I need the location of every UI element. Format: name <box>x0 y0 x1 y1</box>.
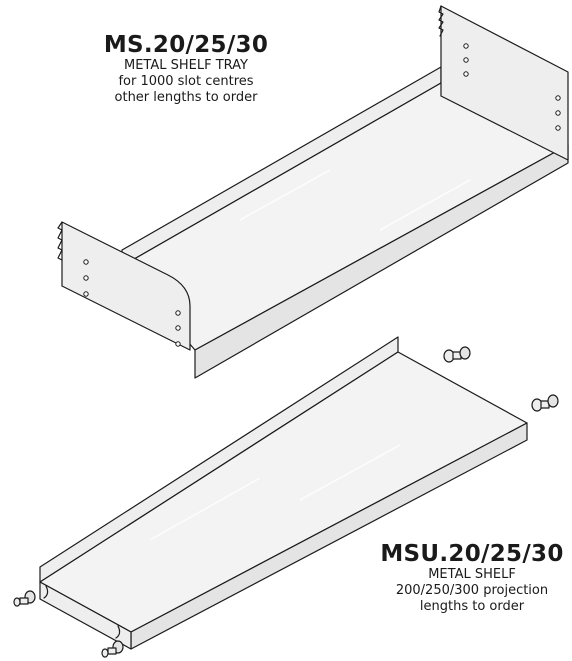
shelf-label: MSU.20/25/30 METAL SHELF 200/250/300 pro… <box>372 541 572 615</box>
shelf-length-note: lengths to order <box>419 599 525 614</box>
knob-icon <box>101 640 124 658</box>
knob-icon <box>443 346 471 363</box>
shelf-product-name: METAL SHELF <box>428 567 516 582</box>
shelf-projection-note: 200/250/300 projection <box>395 583 549 598</box>
tray-label: MS.20/25/30 METAL SHELF TRAY for 1000 sl… <box>70 32 302 106</box>
shelf-fixing-knobs <box>13 346 559 658</box>
shelf-left-end <box>39 581 132 650</box>
tray-fixing-holes <box>83 43 561 347</box>
shelf-product-code: MSU.20/25/30 <box>380 541 564 567</box>
tray-product-code: MS.20/25/30 <box>103 32 269 58</box>
tray-left-end-bracket <box>61 221 191 351</box>
knob-icon <box>13 590 36 607</box>
tray-front-lip <box>194 144 569 379</box>
tray-slot-note: for 1000 slot centres <box>118 74 254 89</box>
tray-right-end-bracket <box>440 5 569 161</box>
metal-shelf-tray-illustration <box>57 5 569 379</box>
tray-length-note: other lengths to order <box>114 90 258 105</box>
tray-product-name: METAL SHELF TRAY <box>124 58 248 73</box>
knob-icon <box>531 394 559 412</box>
metal-shelf-illustration <box>39 336 528 650</box>
